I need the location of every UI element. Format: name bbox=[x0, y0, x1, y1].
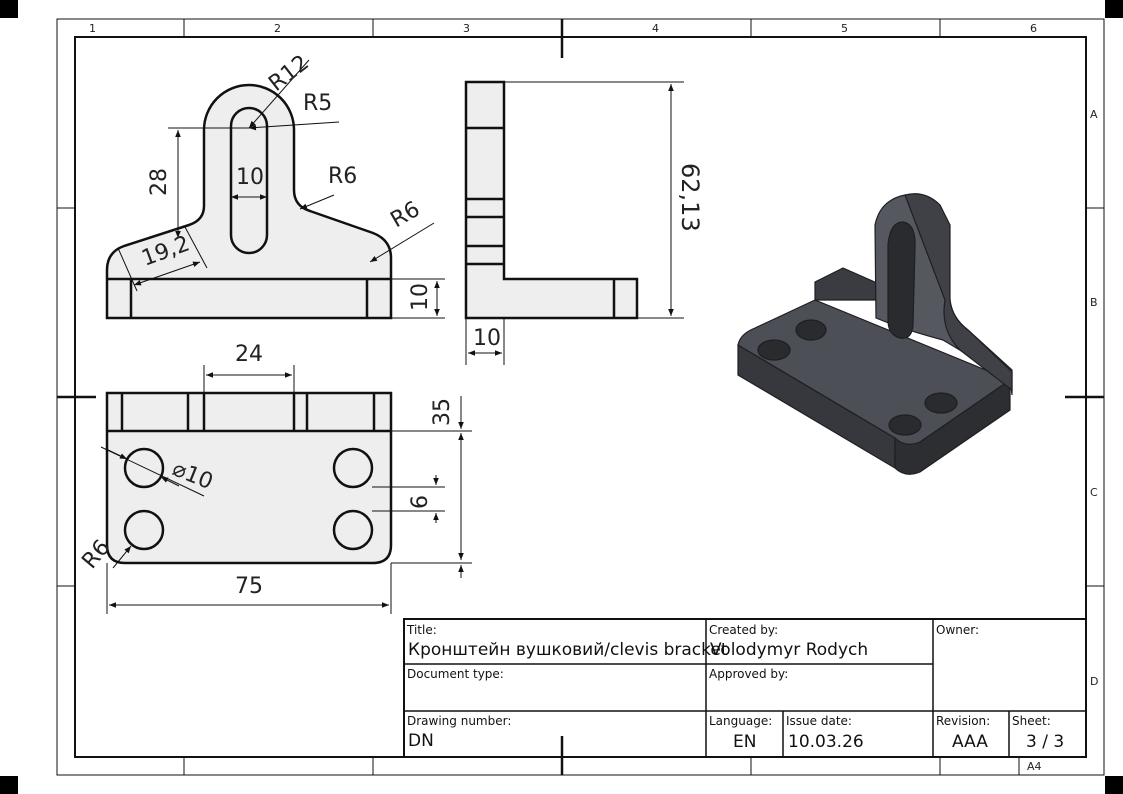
iso-hole-2 bbox=[757, 339, 791, 361]
dim-r6-neck: R6 bbox=[328, 164, 357, 189]
document-type-label: Document type: bbox=[407, 667, 504, 681]
iso-upright-side bbox=[904, 193, 1013, 392]
iso-hole-1 bbox=[795, 319, 827, 341]
top-view-hole-tr bbox=[332, 447, 374, 489]
sheet-label: Sheet: bbox=[1012, 714, 1051, 728]
front-view bbox=[105, 83, 393, 320]
created-by-label: Created by: bbox=[709, 623, 778, 637]
side-view-dimension-lines bbox=[465, 81, 684, 365]
grid-row-b: B bbox=[1090, 296, 1098, 309]
isometric-view bbox=[737, 193, 1013, 475]
corner-mark-bl bbox=[0, 776, 18, 794]
corner-mark-br bbox=[1105, 776, 1123, 794]
dim-6: 6 bbox=[408, 495, 433, 509]
centering-marks bbox=[57, 19, 1104, 775]
grid-col-4: 4 bbox=[652, 22, 659, 35]
top-view-hole-br bbox=[332, 509, 374, 551]
top-view-hole-bl bbox=[123, 509, 165, 551]
grid-column-dividers bbox=[57, 19, 1104, 775]
dim-75: 75 bbox=[235, 574, 263, 599]
grid-col-5: 5 bbox=[841, 22, 848, 35]
top-view bbox=[105, 391, 393, 565]
dim-10-slot: 10 bbox=[236, 165, 264, 190]
dim-r5: R5 bbox=[303, 91, 332, 116]
iso-hole-3 bbox=[924, 392, 958, 414]
owner-label: Owner: bbox=[936, 623, 979, 637]
dim-24: 24 bbox=[235, 342, 263, 367]
grid-row-c: C bbox=[1090, 486, 1098, 499]
dim-35: 35 bbox=[430, 398, 455, 426]
top-view-outline bbox=[105, 391, 393, 565]
grid-col-1: 1 bbox=[89, 22, 96, 35]
grid-col-3: 3 bbox=[463, 22, 470, 35]
grid-col-2: 2 bbox=[274, 22, 281, 35]
corner-mark-tl bbox=[0, 0, 18, 18]
grid-col-6: 6 bbox=[1030, 22, 1037, 35]
title-value: Кронштейн вушковий/clevis bracket bbox=[408, 640, 728, 660]
front-view-dimension-lines bbox=[117, 59, 445, 319]
iso-hole-4 bbox=[888, 414, 922, 436]
language-label: Language: bbox=[709, 714, 772, 728]
revision-value: AAA bbox=[952, 732, 988, 752]
drawing-number-value: DN bbox=[408, 731, 434, 751]
top-view-dimension-lines bbox=[100, 365, 472, 614]
dim-62-13: 62,13 bbox=[676, 163, 704, 232]
grid-row-a: A bbox=[1090, 108, 1098, 121]
iso-slot bbox=[887, 221, 916, 339]
title-block bbox=[403, 618, 1087, 758]
issue-date-label: Issue date: bbox=[786, 714, 852, 728]
approved-by-label: Approved by: bbox=[709, 667, 788, 681]
sheet-value: 3 / 3 bbox=[1026, 732, 1064, 752]
corner-mark-tr bbox=[1105, 0, 1123, 18]
dim-10-base: 10 bbox=[408, 283, 433, 311]
paper-size-label: A4 bbox=[1027, 760, 1042, 773]
revision-label: Revision: bbox=[936, 714, 990, 728]
issue-date-value: 10.03.26 bbox=[788, 732, 864, 752]
title-label: Title: bbox=[406, 623, 437, 637]
iso-rear-lip bbox=[814, 267, 878, 301]
dim-10-side: 10 bbox=[473, 326, 501, 351]
front-view-slot bbox=[229, 106, 269, 255]
side-view bbox=[464, 80, 639, 320]
grid-row-d: D bbox=[1090, 675, 1098, 688]
dim-28: 28 bbox=[147, 168, 172, 196]
language-value: EN bbox=[733, 732, 756, 752]
created-by-value: Volodymyr Rodych bbox=[710, 640, 868, 660]
dim-r6-base: R6 bbox=[387, 197, 425, 233]
drawing-number-label: Drawing number: bbox=[407, 714, 511, 728]
